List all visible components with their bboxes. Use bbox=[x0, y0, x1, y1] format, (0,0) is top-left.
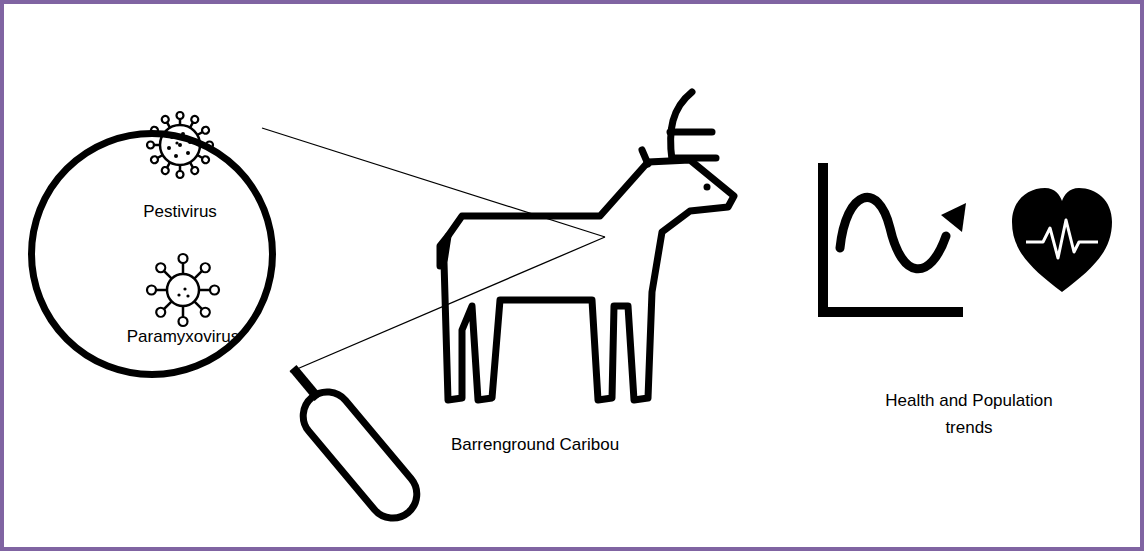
magnifier-lens: PestivirusParamyxovirus bbox=[28, 130, 276, 378]
zoom-line bbox=[262, 128, 605, 237]
caption-label: Health and Population trends bbox=[869, 387, 1069, 441]
heart-health-icon bbox=[1012, 188, 1112, 292]
trend-chart-icon bbox=[823, 163, 966, 312]
caribou-eye bbox=[704, 184, 711, 191]
lens-ring bbox=[32, 134, 273, 375]
caribou-illustration bbox=[440, 92, 734, 400]
magnifier-neck bbox=[293, 368, 318, 398]
magnifier-handle bbox=[293, 382, 426, 528]
caption-label: Barrenground Caribou bbox=[415, 431, 655, 458]
virus-label: Paramyxovirus bbox=[103, 326, 263, 348]
paramyxovirus-icon bbox=[147, 254, 219, 326]
virus-label: Pestivirus bbox=[100, 201, 260, 223]
